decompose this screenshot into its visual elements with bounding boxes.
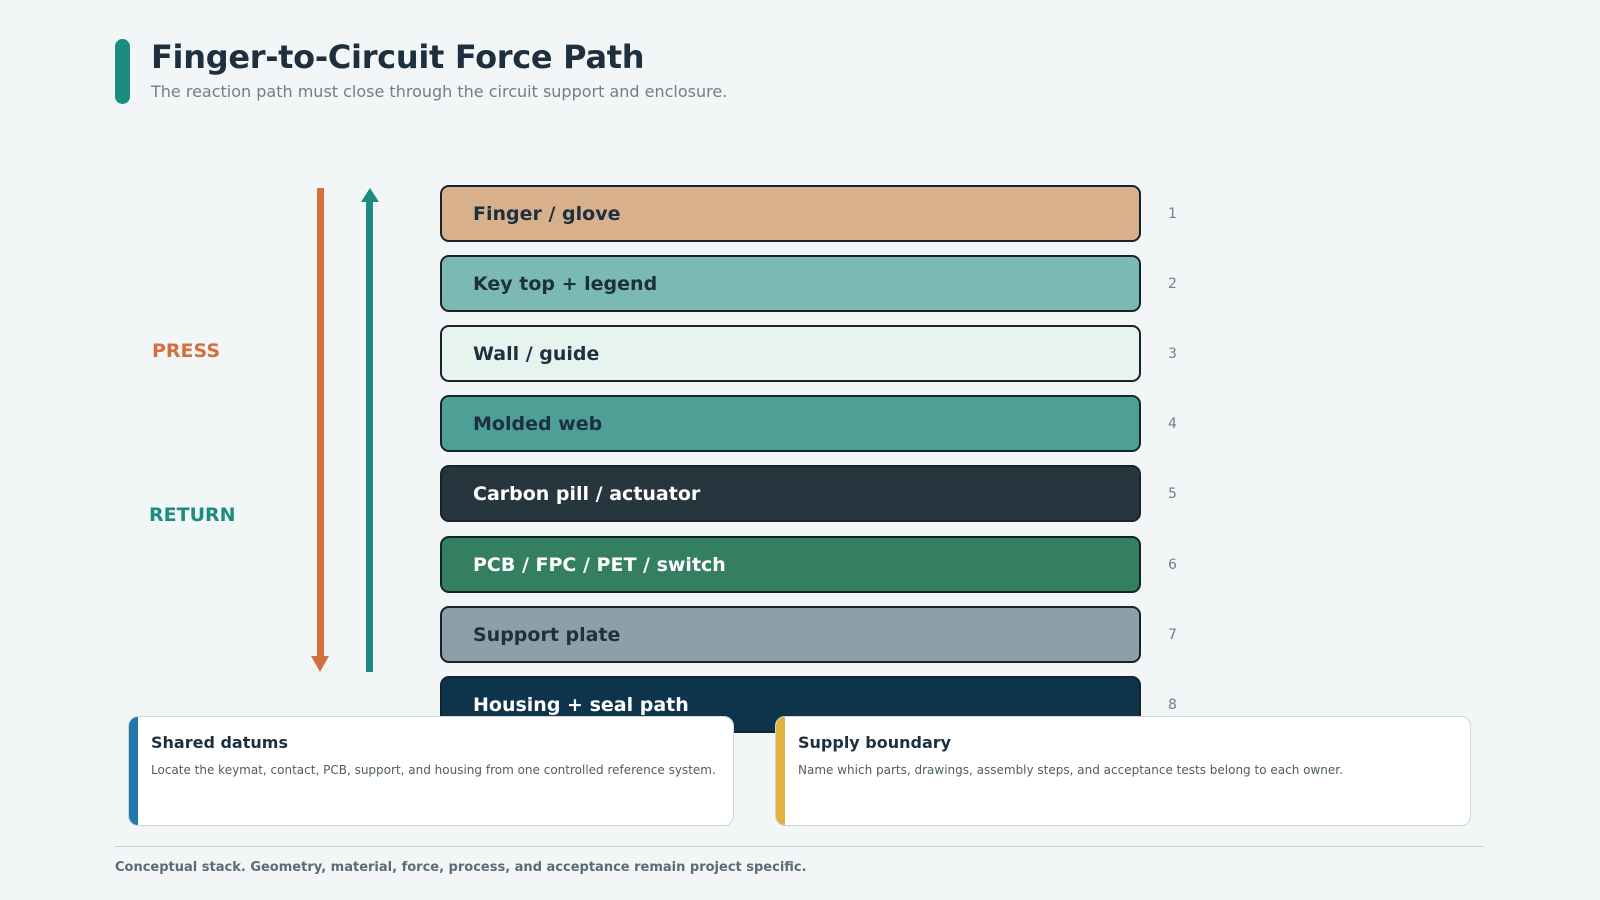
stack-layer-number: 4 xyxy=(1168,416,1177,432)
stack-layer-label: PCB / FPC / PET / switch xyxy=(473,553,726,576)
stack-layer-label: Wall / guide xyxy=(473,342,600,365)
stack-layer-label: Molded web xyxy=(473,412,603,435)
footer-divider xyxy=(115,846,1484,847)
stack-layer-number: 7 xyxy=(1168,627,1177,643)
stack-layer-carbon-pill: Carbon pill / actuator xyxy=(440,465,1141,522)
stack-layer-number: 3 xyxy=(1168,346,1177,362)
supply-boundary-card: Supply boundary Name which parts, drawin… xyxy=(775,716,1471,826)
stack-layer-key-top: Key top + legend xyxy=(440,255,1141,312)
stack-layer-support-plate: Support plate xyxy=(440,606,1141,663)
stack-layer-pcb: PCB / FPC / PET / switch xyxy=(440,536,1141,593)
stack-layer-molded-web: Molded web xyxy=(440,395,1141,452)
press-label: PRESS xyxy=(152,340,221,362)
footer-note: Conceptual stack. Geometry, material, fo… xyxy=(115,860,807,875)
return-arrow-shaft xyxy=(366,200,373,672)
stack-layer-finger: Finger / glove xyxy=(440,185,1141,242)
return-label: RETURN xyxy=(149,504,236,526)
stack-layer-number: 5 xyxy=(1168,486,1177,502)
stack-layer-label: Housing + seal path xyxy=(473,693,689,716)
stack-layer-number: 1 xyxy=(1168,206,1177,222)
card-title: Supply boundary xyxy=(798,733,952,752)
page-subtitle: The reaction path must close through the… xyxy=(151,82,728,101)
return-arrow-up-icon xyxy=(361,188,379,202)
press-arrow-down-icon xyxy=(311,656,329,672)
press-arrow-shaft xyxy=(317,188,324,658)
card-body: Name which parts, drawings, assembly ste… xyxy=(798,763,1343,777)
stack-layer-label: Finger / glove xyxy=(473,202,621,225)
title-accent-bar xyxy=(115,39,130,104)
stack-layer-label: Key top + legend xyxy=(473,272,658,295)
shared-datums-card: Shared datums Locate the keymat, contact… xyxy=(128,716,734,826)
card-accent-bar xyxy=(129,717,138,825)
page-title: Finger-to-Circuit Force Path xyxy=(151,38,645,76)
card-title: Shared datums xyxy=(151,733,288,752)
stack-layer-label: Support plate xyxy=(473,623,621,646)
stack-layer-label: Carbon pill / actuator xyxy=(473,482,701,505)
stack-layer-number: 8 xyxy=(1168,697,1177,713)
card-accent-bar xyxy=(776,717,785,825)
stack-layer-wall: Wall / guide xyxy=(440,325,1141,382)
card-body: Locate the keymat, contact, PCB, support… xyxy=(151,763,716,777)
stack-layer-number: 6 xyxy=(1168,557,1177,573)
stack-layer-number: 2 xyxy=(1168,276,1177,292)
